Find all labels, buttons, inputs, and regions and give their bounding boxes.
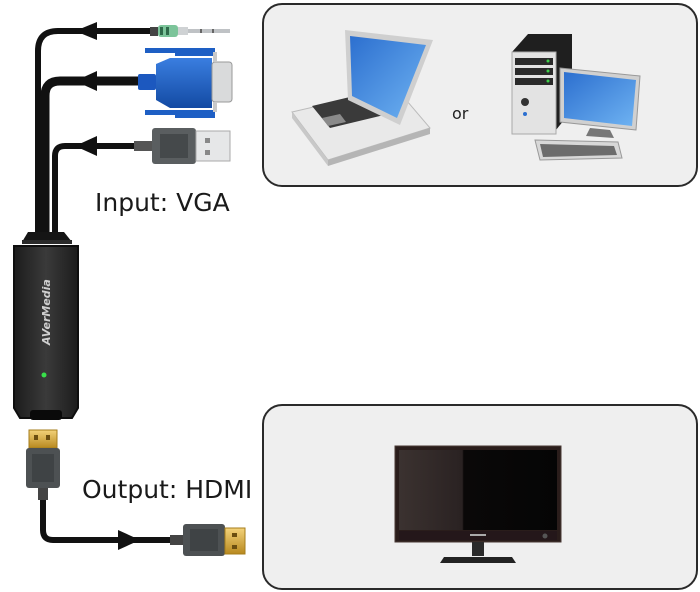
output-arrow-icon [118, 530, 140, 550]
hdmi-connector-icon [170, 524, 246, 556]
adapter-device: AVerMedia [13, 232, 79, 420]
power-led [41, 372, 47, 378]
audio-jack-icon [150, 25, 230, 37]
input-arrows [75, 22, 97, 156]
laptop-icon [291, 30, 433, 166]
usb-connector-icon [134, 128, 231, 164]
vga-cable [40, 76, 150, 232]
desktop-pc-icon [511, 34, 641, 161]
output-label: Output: HDMI [82, 475, 253, 504]
output-cable [40, 500, 175, 550]
hdmi-plug-adapter-side [26, 429, 60, 500]
audio-cable [35, 28, 150, 232]
adapter-brand-logo: AVerMedia [40, 279, 53, 346]
input-label: Input: VGA [95, 188, 230, 217]
usb-arrow-icon [75, 136, 97, 156]
input-cables [35, 28, 150, 232]
audio-arrow-icon [75, 22, 97, 40]
or-label: or [452, 104, 469, 123]
vga-arrow-icon [75, 71, 97, 91]
usb-cable [52, 143, 150, 232]
tv-monitor-icon [394, 445, 562, 563]
vga-connector-icon [138, 48, 233, 118]
